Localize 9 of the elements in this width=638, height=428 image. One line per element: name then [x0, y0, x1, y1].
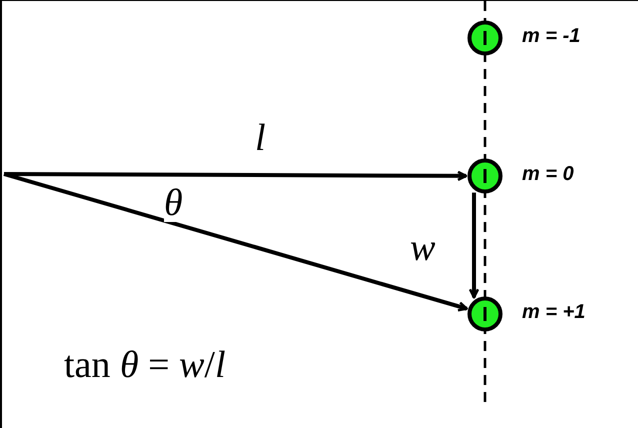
order-dot: [467, 296, 503, 332]
arrow: [468, 192, 480, 299]
arrow: [4, 170, 468, 182]
order-dot: [467, 158, 503, 194]
order-label: m = +1: [522, 301, 586, 324]
order-label: m = -1: [522, 25, 580, 48]
order-dot: [467, 20, 503, 56]
arrow: [3, 172, 468, 312]
order-label: m = 0: [522, 163, 574, 186]
